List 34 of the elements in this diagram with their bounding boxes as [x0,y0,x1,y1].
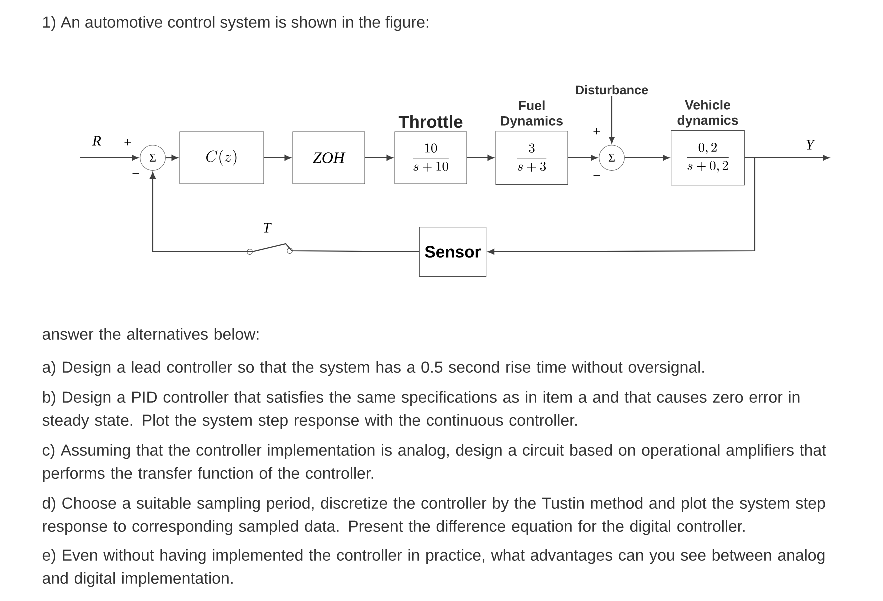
title: 1) An automotive control system is shown in the figure: [43,16,428,32]
block: Sensor [419,227,487,277]
block-heading: Throttle [398,115,463,128]
sign-label: + [594,128,600,135]
arrow [488,157,756,255]
question-text: answer the alternatives below: [42,328,259,340]
block: ZOH [292,132,366,184]
signal-label: R [92,136,102,146]
question-text: d) Choose a suitable sampling period, discretize the controller by the Tustin method and plot the system step response to corresponding sampled data. Present the difference equation for the digital controller. [42,497,826,536]
arrow [150,172,420,253]
question-text: a) Design a lead controller so that the system has a 0.5 second rise time without oversignal. [42,361,704,376]
arrow [80,155,139,161]
transfer-block: $\frac{3}{s+3}$ [496,131,568,185]
arrow [624,155,670,161]
question-text: e) Even without having implemented the controller in practice, what advantages can you see between analog and digital implementation. [42,549,825,588]
disturbance-label: Disturbance [576,85,648,95]
question-text: c) Assuming that the controller implementation is analog, design a circuit based on operational amplifiers that performs the transfer function of the controller. [42,444,826,482]
sign-label: + [124,139,132,146]
summing-junction: Σ [599,145,625,171]
transfer-block: $\frac{0,2}{s+0,2}$ [671,130,745,186]
arrow [467,155,494,161]
arrow [568,155,598,161]
question-text: b) Design a PID controller that satisfies the same specifications as in item a and that causes zero error in steady state. Plot the system step response with the continuous controller. [42,391,800,430]
block-heading: Vehicle dynamics [678,100,738,128]
arrow [264,155,292,161]
arrow [166,155,178,161]
signal-label: T [264,223,272,233]
signal-label: Y [806,140,816,150]
arrow [609,96,615,144]
block: C(z) [180,132,264,184]
block-heading: Fuel Dynamics [501,100,563,128]
arrow [365,155,394,161]
transfer-block: $\frac{10}{s+10}$ [394,132,468,184]
summing-junction: Σ [140,145,166,171]
